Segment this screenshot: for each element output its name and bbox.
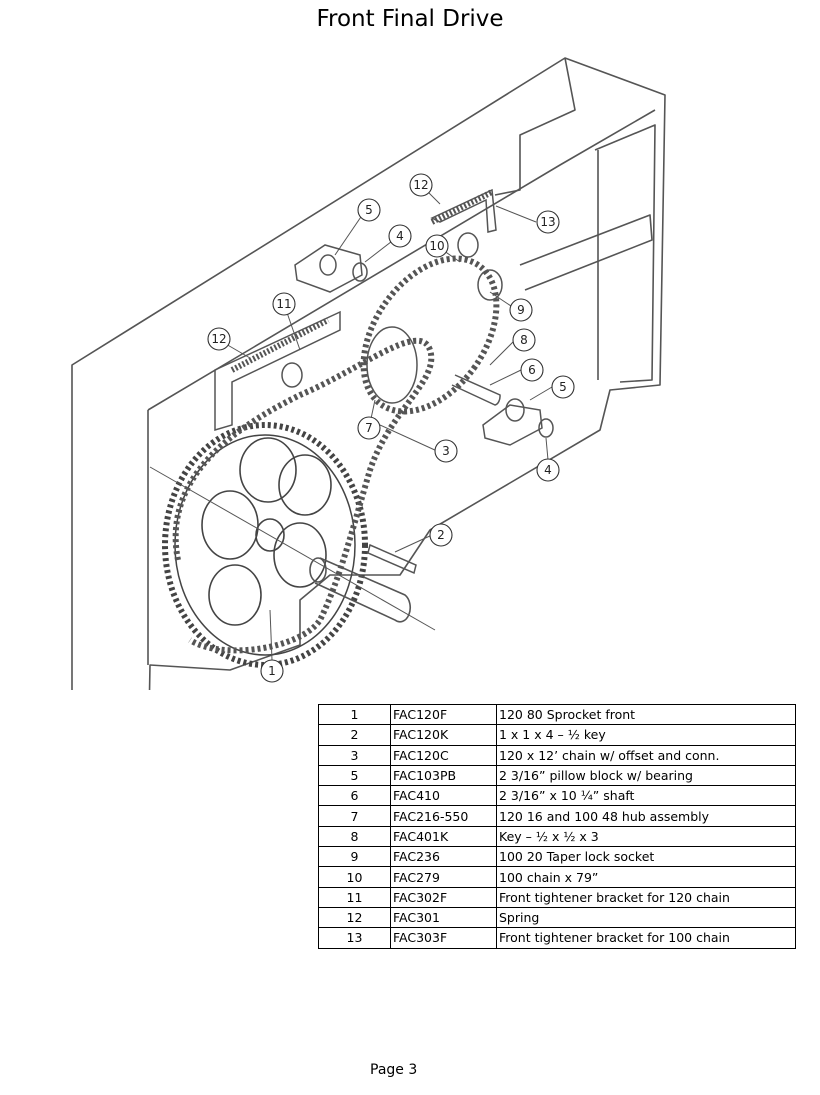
callout-1: 1 <box>260 659 284 683</box>
chain-120 <box>172 337 435 654</box>
callout-9: 9 <box>509 298 533 322</box>
exploded-drive-diagram: 1 2 3 4 4 5 5 6 7 8 9 10 11 12 12 13 <box>71 57 666 690</box>
part-description: Front tightener bracket for 120 chain <box>496 886 796 908</box>
part-description: 120 x 12’ chain w/ offset and conn. <box>496 744 796 766</box>
large-sprocket <box>162 422 368 668</box>
svg-text:2: 2 <box>437 528 445 542</box>
svg-text:7: 7 <box>365 421 373 435</box>
callout-5-upper: 5 <box>357 198 381 222</box>
part-description: Key – ½ x ½ x 3 <box>496 825 796 848</box>
callout-4-upper: 4 <box>388 224 412 248</box>
item-number: 1 <box>318 703 391 726</box>
item-number: 2 <box>318 724 391 746</box>
part-description: 120 16 and 100 48 hub assembly <box>496 805 796 827</box>
callout-7: 7 <box>357 416 381 440</box>
part-number: FAC302F <box>390 886 497 908</box>
callout-4-lower: 4 <box>536 458 560 482</box>
item-number: 5 <box>318 764 391 787</box>
callout-13: 13 <box>536 210 560 234</box>
svg-text:13: 13 <box>540 215 555 229</box>
part-number: FAC279 <box>390 866 497 888</box>
svg-text:6: 6 <box>528 363 536 377</box>
part-number: FAC301 <box>390 906 497 929</box>
callout-8: 8 <box>512 328 536 352</box>
frame-inner-edge <box>147 109 656 411</box>
part-number: FAC120K <box>390 724 497 746</box>
part-description: 1 x 1 x 4 – ½ key <box>496 724 796 746</box>
item-number: 11 <box>318 886 391 908</box>
svg-text:5: 5 <box>365 203 373 217</box>
part-description: Spring <box>496 906 796 929</box>
chain-100 <box>360 255 500 415</box>
callout-5-lower: 5 <box>551 375 575 399</box>
svg-text:3: 3 <box>442 444 450 458</box>
item-number: 6 <box>318 785 391 807</box>
part-description: 120 80 Sprocket front <box>496 703 796 726</box>
tightener-bracket-120 <box>214 310 341 432</box>
svg-text:9: 9 <box>517 303 525 317</box>
svg-text:12: 12 <box>413 178 428 192</box>
tightener-bracket-100 <box>430 188 497 258</box>
part-number: FAC120C <box>390 744 497 766</box>
item-number: 9 <box>318 846 391 868</box>
page-number: Page 3 <box>370 1062 418 1078</box>
svg-text:1: 1 <box>268 664 276 678</box>
part-number: FAC401K <box>390 825 497 848</box>
item-number: 12 <box>318 906 391 929</box>
part-description: 100 chain x 79” <box>496 866 796 888</box>
item-number: 13 <box>318 927 391 949</box>
svg-text:4: 4 <box>396 229 404 243</box>
svg-text:5: 5 <box>559 380 567 394</box>
callout-12-top: 12 <box>409 173 433 197</box>
part-number: FAC410 <box>390 785 497 807</box>
page-title: Front Final Drive <box>316 6 504 32</box>
frame-outline <box>71 57 666 690</box>
part-description: 2 3/16” x 10 ¼” shaft <box>496 785 796 807</box>
pillow-block-upper <box>294 244 368 293</box>
callout-2: 2 <box>429 523 453 547</box>
item-number: 7 <box>318 805 391 827</box>
callout-6: 6 <box>520 358 544 382</box>
svg-text:10: 10 <box>429 239 444 253</box>
svg-text:4: 4 <box>544 463 552 477</box>
part-number: FAC216-550 <box>390 805 497 827</box>
part-description: 100 20 Taper lock socket <box>496 846 796 868</box>
part-description: 2 3/16” pillow block w/ bearing <box>496 764 796 787</box>
callout-10: 10 <box>425 234 449 258</box>
item-number: 10 <box>318 866 391 888</box>
svg-text:12: 12 <box>211 332 226 346</box>
callout-12-left: 12 <box>207 327 231 351</box>
callout-3: 3 <box>434 439 458 463</box>
part-number: FAC120F <box>390 703 497 726</box>
item-number: 3 <box>318 744 391 766</box>
part-number: FAC303F <box>390 927 497 949</box>
item-number: 8 <box>318 825 391 848</box>
pillow-block-lower <box>451 374 554 446</box>
part-number: FAC103PB <box>390 764 497 787</box>
svg-text:8: 8 <box>520 333 528 347</box>
key <box>367 543 417 575</box>
part-number: FAC236 <box>390 846 497 868</box>
lower-shaft <box>149 466 436 631</box>
part-description: Front tightener bracket for 100 chain <box>496 927 796 949</box>
svg-text:11: 11 <box>276 297 291 311</box>
callout-11: 11 <box>272 292 296 316</box>
